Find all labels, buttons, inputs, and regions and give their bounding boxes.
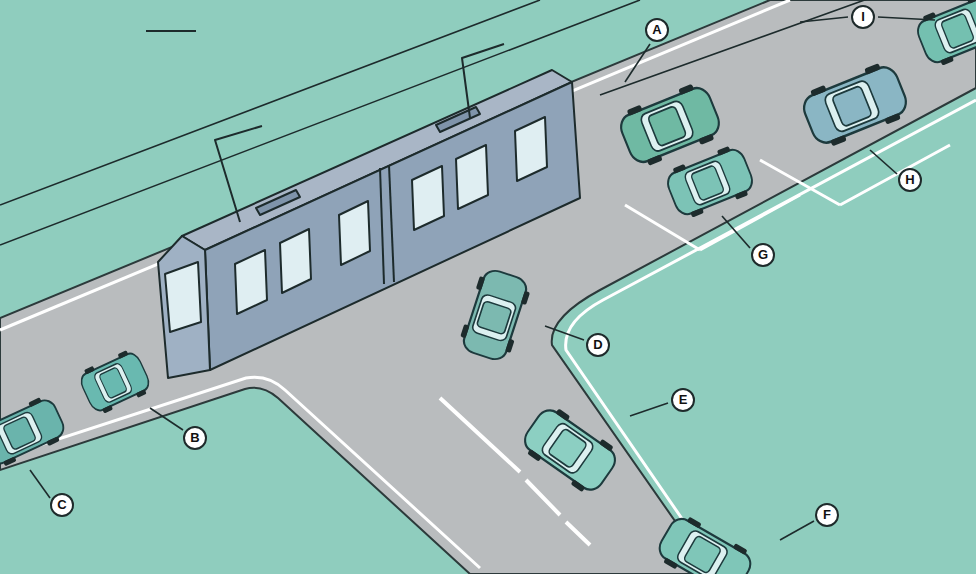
callout-letter: H (898, 168, 922, 192)
callout-letter: I (851, 5, 875, 29)
callout-letter: A (645, 18, 669, 42)
callout-letter: D (586, 333, 610, 357)
callout-letter: C (50, 493, 74, 517)
callout-letter: G (751, 243, 775, 267)
callout-letter: E (671, 388, 695, 412)
callout-letter: B (183, 426, 207, 450)
callout-letter: F (815, 503, 839, 527)
